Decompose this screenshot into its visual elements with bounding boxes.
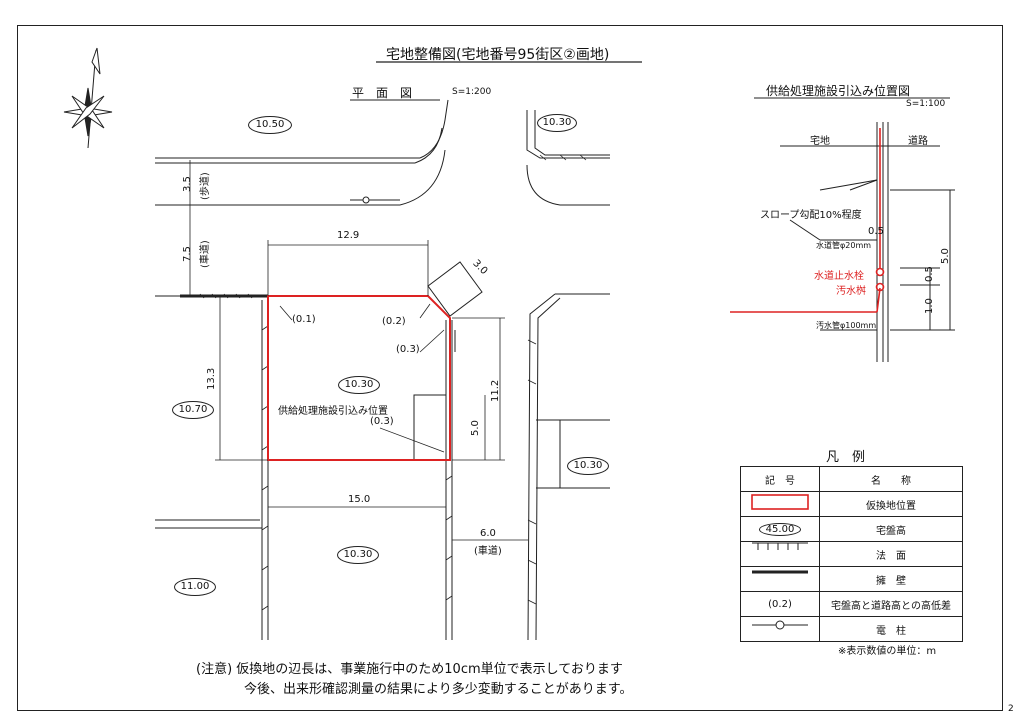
legend-symbol-5: (0.2) <box>740 591 820 617</box>
legend-name-6: 電 柱 <box>819 616 963 642</box>
dim-right: 11.2 <box>490 379 501 402</box>
elevation-10.70: 10.70 <box>172 401 214 419</box>
legend-symbol-6 <box>740 616 820 642</box>
note-line-2: 今後、出来形確認測量の結果により多少変動することがあります。 <box>244 682 633 697</box>
legend-name-3: 法 面 <box>819 541 963 567</box>
drawing-title: 宅地整備図(宅地番号95街区②画地) <box>386 47 610 63</box>
height-diff-3: (0.3) <box>396 344 420 355</box>
detail-scale: S=1:100 <box>906 99 946 109</box>
dim-road-right: 6.0 <box>480 528 496 539</box>
legend-header-name: 名 称 <box>819 466 963 492</box>
dim-roadway-label: (車道) <box>200 240 211 268</box>
detail-road-label: 道路 <box>908 136 928 147</box>
plan-label: 平 面 図 <box>352 86 413 100</box>
detail-sewer-pipe: 汚水管φ100mm <box>816 321 877 330</box>
north-arrow-icon <box>63 47 113 149</box>
legend-header-symbol: 記 号 <box>740 466 820 492</box>
detail-drawing <box>754 97 955 362</box>
legend-name-2: 宅盤高 <box>819 516 963 542</box>
height-diff-1: (0.1) <box>292 314 316 325</box>
detail-dim-05: 0.5 <box>868 226 884 237</box>
detail-lot-label: 宅地 <box>810 136 830 147</box>
detail-dim-10: 1.0 <box>924 298 935 314</box>
dim-left: 13.3 <box>206 367 217 390</box>
detail-dim-50: 5.0 <box>940 248 951 264</box>
legend-name-1: 仮換地位置 <box>819 491 963 517</box>
dim-road-right-label: (車道) <box>474 546 502 557</box>
elevation-10.30-b: 10.30 <box>567 457 609 475</box>
height-diff-2: (0.2) <box>382 316 406 327</box>
detail-sewer: 汚水桝 <box>836 286 866 297</box>
note-line-1: (注意) 仮換地の辺長は、事業施行中のため10cm単位で表示しております <box>196 662 623 677</box>
dim-roadway: 7.5 <box>182 246 193 262</box>
detail-water-stop: 水道止水栓 <box>814 271 864 282</box>
legend-symbol-2: 45.00 <box>740 516 820 542</box>
legend-symbol-1 <box>740 491 820 517</box>
drawing-frame <box>17 25 1003 711</box>
dim-sidewalk: 3.5 <box>182 176 193 192</box>
elevation-11.00: 11.00 <box>174 578 216 596</box>
dim-sidewalk-label: (歩道) <box>200 172 211 200</box>
supply-label: 供給処理施設引込み位置 <box>278 406 388 417</box>
detail-dim-05b: 0.5 <box>924 266 935 282</box>
dim-small-v: 5.0 <box>470 420 481 436</box>
detail-title: 供給処理施設引込み位置図 <box>766 84 911 98</box>
dim-top: 12.9 <box>337 230 360 241</box>
legend-title: 凡 例 <box>826 450 866 465</box>
height-diff-4: (0.3) <box>370 416 394 427</box>
plan-scale: S=1:200 <box>452 87 492 97</box>
legend-name-4: 擁 壁 <box>819 566 963 592</box>
dim-bottom: 15.0 <box>348 494 371 505</box>
elevation-10.30-lot: 10.30 <box>338 376 380 394</box>
detail-water-pipe: 水道管φ20mm <box>816 241 872 250</box>
legend-unit-note: ※表示数値の単位：m <box>838 646 937 657</box>
page-number: 2 <box>1008 704 1014 714</box>
legend-symbol-4 <box>740 566 820 592</box>
elevation-10.30-a: 10.30 <box>537 114 577 132</box>
legend-symbol-3 <box>740 541 820 567</box>
legend-name-5: 宅盤高と道路高との高低差 <box>819 591 963 617</box>
lot-outline <box>267 295 451 461</box>
elevation-10.50: 10.50 <box>248 116 292 134</box>
elevation-10.30-c: 10.30 <box>337 546 379 564</box>
detail-slope-label: スロープ勾配10%程度 <box>760 210 862 221</box>
